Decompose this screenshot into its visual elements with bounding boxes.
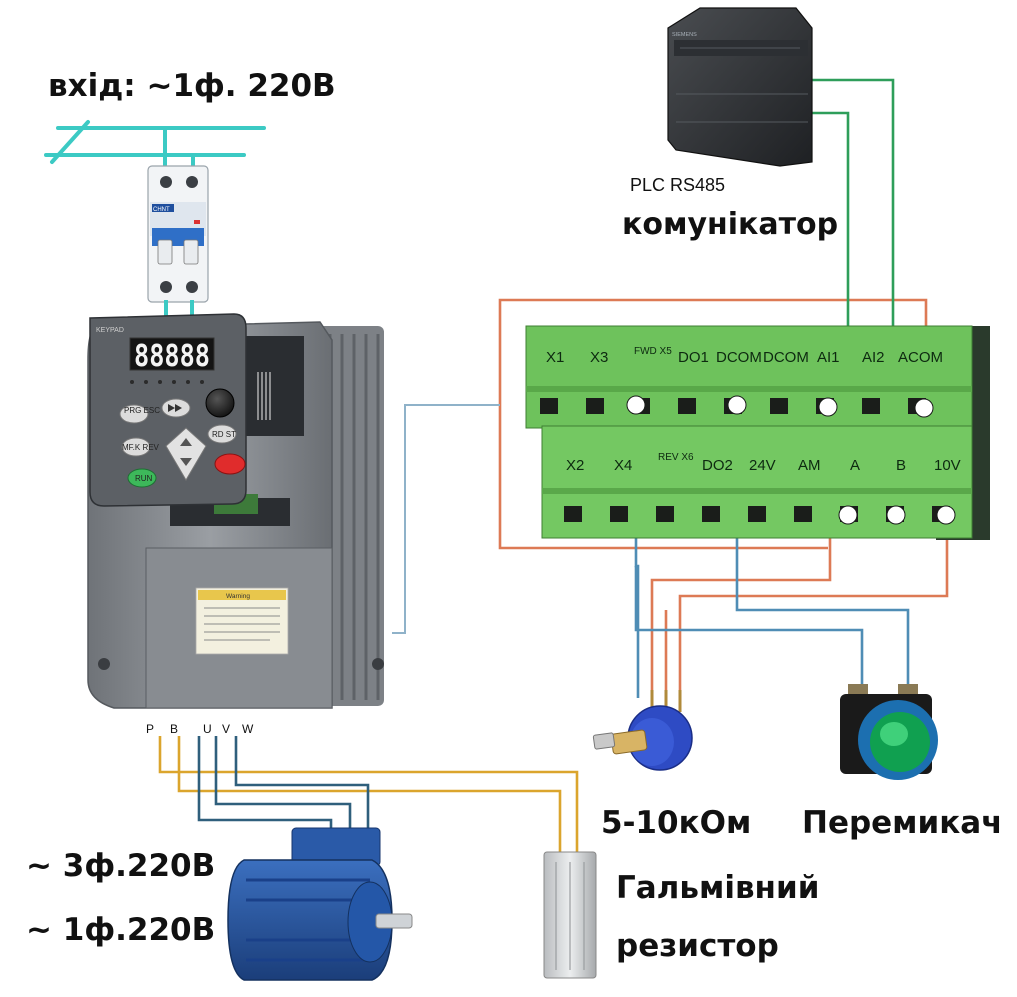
wire-brake-p [158,736,579,852]
mains-input: вхід: ~1ф. 220В [44,68,336,172]
led-display-value: 88888 [134,339,210,374]
mains-lines-icon [44,120,266,172]
power-terminal-p: P [146,722,154,736]
terminal-24v: 24V [749,457,776,474]
potentiometer-knob[interactable] [205,388,235,418]
fast-forward-icon [168,404,182,412]
potentiometer: 5-10кОм [592,690,751,841]
terminal-x2: X2 [566,457,584,474]
wire-motor-u [197,736,333,838]
wire-switch-fwd [634,566,864,684]
prg-esc-key[interactable] [119,404,149,424]
motor-supply-1ph: ~ 1ф.220В [26,912,215,948]
wire-vfd-link [392,404,500,634]
motor-supply-3ph: ~ 3ф.220В [26,848,215,884]
terminal-do2: DO2 [702,457,733,474]
rd-st-label: RD ST [212,430,236,439]
terminal-fwd-x5: FWD X5 [634,346,672,357]
terminal-am: AM [798,457,821,474]
input-label: вхід: ~1ф. 220В [48,68,336,104]
wire-motor-w [234,736,370,832]
switch-button[interactable] [880,722,908,746]
warning-title: Warning [226,593,250,600]
breaker-brand: CHNT [153,207,170,213]
circuit-breaker: CHNT [147,165,209,322]
terminal-block: X1 X3 FWD X5 DO1 DCOM DCOM AI1 AI2 ACOM … [525,325,990,540]
led-display [129,337,215,371]
breaker-toggle-2 [183,239,199,265]
terminal-bottom-labels: X2 X4 REV X6 DO2 24V AM A B 10V [566,452,961,474]
terminal-ai2: AI2 [862,349,885,366]
down-arrow-icon [180,458,192,466]
up-arrow-icon [180,438,192,446]
mfk-rev-label: MF.K REV [122,443,160,452]
power-terminal-w: W [242,722,254,736]
vfd-inverter: Warning KEYPAD 88888 PRG ESC RD ST [87,313,384,709]
stop-key[interactable] [214,453,246,475]
terminal-do1: DO1 [678,349,709,366]
potentiometer-label: 5-10кОм [601,805,751,841]
power-terminal-v: V [222,722,230,736]
terminal-acom: ACOM [898,349,943,366]
brake-resistor-label-1: Гальмівний [616,870,819,906]
electric-motor: ~ 3ф.220В ~ 1ф.220В [26,827,413,981]
plc-module: SIEMENS PLC RS485 комунікатор [622,7,838,242]
plc-label: PLC RS485 [630,175,725,195]
terminal-x1: X1 [546,349,564,366]
connection-dots [626,395,956,525]
svg-text:SIEMENS: SIEMENS [672,32,697,38]
terminal-10v: 10V [934,457,961,474]
mfk-rev-key[interactable] [121,437,151,457]
terminal-dcom-2: DCOM [763,349,809,366]
wire-motor-v [214,736,352,836]
breaker-toggle-1 [157,239,173,265]
terminal-ai1: AI1 [817,349,840,366]
keypad-brand: KEYPAD [96,327,124,334]
arrow-pad[interactable] [165,427,207,481]
terminal-top-labels: X1 X3 FWD X5 DO1 DCOM DCOM AI1 AI2 ACOM [546,346,943,366]
brake-resistor-label-2: резистор [616,928,779,964]
switch-label: Перемикач [802,805,1003,841]
wire-pot-10v [678,516,949,700]
power-terminal-u: U [203,722,212,736]
brake-resistor: Гальмівний резистор [543,851,819,979]
terminal-x3: X3 [590,349,608,366]
power-terminal-b: B [170,722,178,736]
terminal-x4: X4 [614,457,632,474]
run-label: RUN [135,474,153,483]
prg-esc-label: PRG ESC [124,406,160,415]
run-key[interactable] [127,468,157,488]
terminal-a: A [850,457,860,474]
terminal-rev-x6: REV X6 [658,452,694,463]
terminal-dcom-1: DCOM [716,349,762,366]
push-switch: Перемикач [802,684,1003,841]
wire-brake-b [177,736,562,852]
power-terminals: P B U V W [146,722,254,736]
terminal-b: B [896,457,906,474]
rd-st-key[interactable] [207,424,237,444]
plc-communicator-label: комунікатор [622,207,838,242]
